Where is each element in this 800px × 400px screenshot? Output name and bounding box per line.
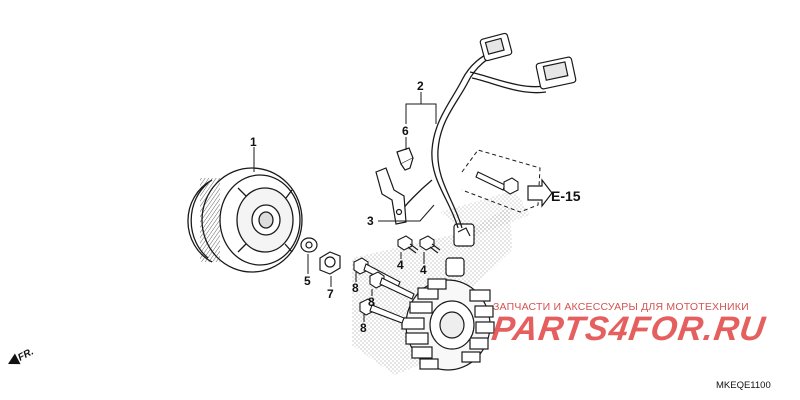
callout-4-upper: 4 [397, 258, 404, 272]
leader-lines [253, 92, 437, 322]
watermark-logo: PARTS4FOR.RU [489, 310, 769, 348]
wire-harness [397, 49, 547, 229]
flywheel [187, 167, 303, 273]
connector-right [535, 56, 577, 90]
watermark-caption: ЗАПЧАСТИ И АКСЕССУАРЫ ДЛЯ МОТОТЕХНИКИ [493, 301, 749, 313]
grommet-clip [396, 147, 414, 171]
washer [300, 237, 318, 253]
callout-4-lower: 4 [420, 263, 427, 277]
callout-7: 7 [327, 287, 334, 301]
diagram-code: MKEQE1100 [716, 380, 771, 391]
callout-1: 1 [250, 135, 257, 149]
ref-bolt [475, 171, 519, 195]
callout-8-top: 8 [352, 281, 359, 295]
reference-label: E-15 [551, 188, 581, 204]
callout-5: 5 [304, 274, 311, 288]
callout-8-middle: 8 [368, 295, 375, 309]
bolt-4-upper [397, 235, 419, 254]
callout-6: 6 [402, 124, 409, 138]
callout-8-bottom: 8 [360, 321, 367, 335]
bolt-8-bottom [359, 298, 405, 324]
callout-2: 2 [417, 79, 424, 93]
wire-clamp [375, 167, 407, 225]
callout-3: 3 [367, 214, 374, 228]
nut [319, 251, 341, 275]
reference-arrow-icon [527, 178, 553, 208]
bolt-4-lower [419, 235, 441, 254]
stator [401, 223, 495, 371]
reference-region [461, 149, 541, 213]
connector-left [479, 32, 513, 62]
bolt-8-middle [369, 271, 415, 300]
